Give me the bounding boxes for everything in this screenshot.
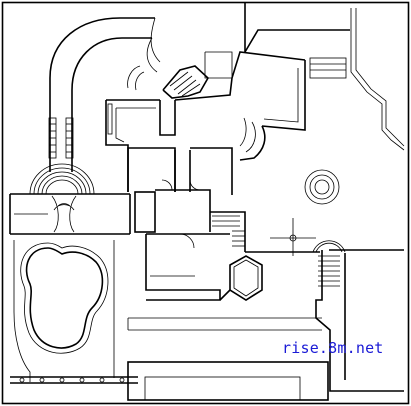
main-staircase <box>127 51 233 99</box>
west-wing <box>9 193 131 235</box>
south-terrace <box>10 317 329 401</box>
main-house <box>105 51 306 301</box>
kidney-pool <box>13 240 115 382</box>
semicircular-steps-right <box>312 240 346 287</box>
curved-driveway <box>48 17 161 172</box>
east-courtyard <box>244 29 350 256</box>
watermark-text: rise.8m.net <box>282 339 384 357</box>
semicircular-steps-left <box>29 163 95 211</box>
east-site-boundary <box>244 3 405 392</box>
